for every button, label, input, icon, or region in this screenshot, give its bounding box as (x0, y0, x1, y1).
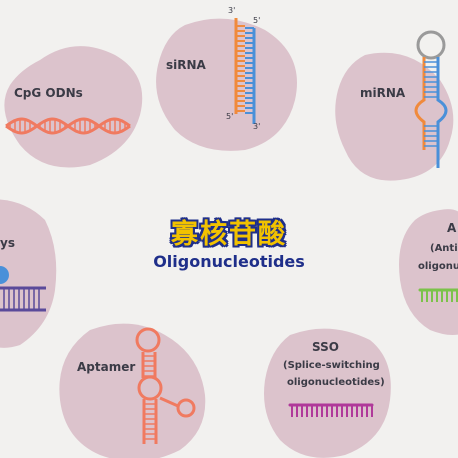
aptamer-side-loop (176, 398, 196, 418)
aptamer-top-loop (135, 327, 161, 353)
aptazymes-label: ys (0, 236, 15, 250)
mirna-strand-blue (436, 57, 448, 168)
sirna-end-bottom-right: 3' (253, 122, 261, 131)
title-chinese: 寡核苷酸 (171, 219, 287, 250)
aptamer-blob (59, 323, 206, 458)
title-english: Oligonucleotides (153, 252, 305, 271)
cpg-blob (4, 46, 143, 168)
mirna-loop (416, 30, 446, 60)
sirna-end-bottom-left: 5' (226, 112, 234, 121)
aptazyme-ligand (0, 266, 9, 284)
sso-label: SSO (312, 340, 339, 354)
sirna-blob (156, 18, 297, 151)
sso-sub2: oligonucleotides) (287, 377, 385, 388)
aso-label: A (447, 221, 457, 235)
aso-blob (399, 209, 458, 335)
aptamer-label: Aptamer (77, 360, 136, 374)
sso-sub1: (Splice-switching (283, 360, 380, 371)
aptamer-mid-loop (137, 375, 163, 401)
sirna-end-top-right: 5' (253, 16, 261, 25)
icon-layer (0, 18, 458, 444)
mirna-strand-orange (414, 57, 426, 150)
aptamer-branch (159, 396, 179, 408)
sso-blob (264, 328, 391, 458)
sirna-end-top-left: 3' (228, 6, 236, 15)
cpg-strand-b (5, 117, 131, 135)
mirna-label: miRNA (360, 86, 406, 100)
aso-sub2: oligonuc (418, 261, 458, 272)
cpg-label: CpG ODNs (14, 86, 83, 100)
aso-sub1: (Anti (430, 243, 458, 254)
sirna-label: siRNA (166, 58, 206, 72)
